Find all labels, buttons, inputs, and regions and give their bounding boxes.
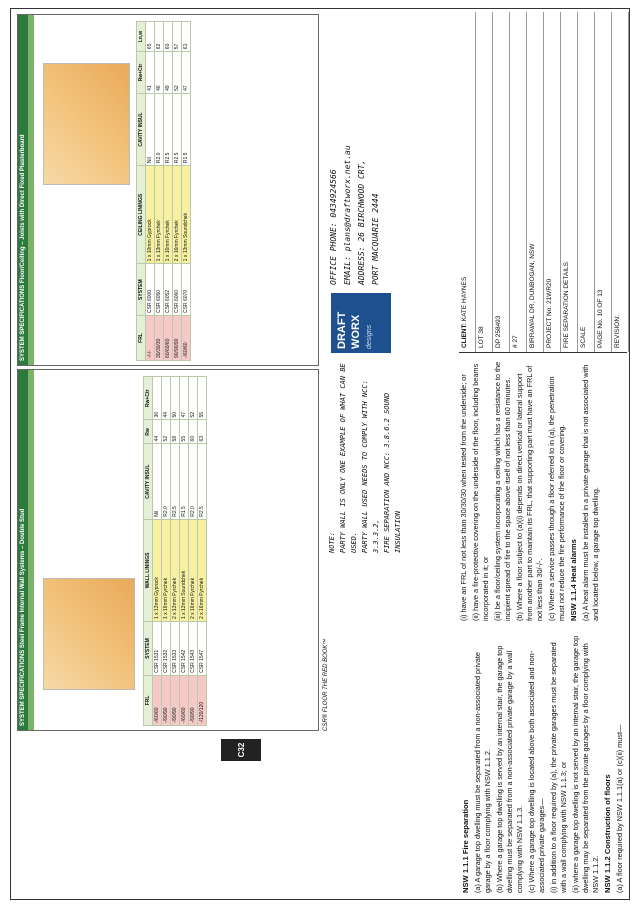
drawing-sheet: SYSTEM SPECIFICATIONS Steel Frame Intern… (10, 8, 630, 900)
sheet-title: FIRE SEPARATION DETAILS (561, 12, 578, 352)
wall-3d-illustration (43, 578, 135, 690)
spec-sheet-right: SYSTEM SPECIFICATIONS Floor/Ceiling – Jo… (17, 14, 319, 366)
spec-sheet-left: SYSTEM SPECIFICATIONS Steel Frame Intern… (17, 369, 319, 731)
draftworx-logo: DRAFT WORX designs (331, 293, 391, 353)
rotated-drawing: SYSTEM SPECIFICATIONS Steel Frame Intern… (11, 9, 631, 901)
office-phone: OFFICE PHONE: 0434924566 (329, 169, 338, 285)
heading-construction-floors: NSW 1.1.2 Construction of floors (603, 774, 612, 893)
floor-3d-illustration (43, 63, 130, 185)
office-address-1: ADDRESS: 26 BIRCHWOOD CRT, (357, 159, 366, 285)
office-block: DRAFT WORX designs OFFICE PHONE: 0434924… (321, 13, 431, 353)
office-email: EMAIL: plans@draftworx.net.au (343, 145, 352, 285)
spec-right-title: SYSTEM SPECIFICATIONS Floor/Ceiling – Jo… (18, 15, 28, 365)
client-name: KATE HAYNES (461, 276, 468, 322)
title-block: CLIENT: KATE HAYNES LOT 38 DP 258493 # 2… (459, 12, 629, 353)
c32-badge: C32 (221, 739, 261, 761)
party-wall-note: NOTE: PARTY WALL IS ONLY ONE EXAMPLE OF … (328, 363, 402, 553)
heading-fire-separation: NSW 1.1.1 Fire separation (461, 799, 470, 893)
heading-heat-alarms: NSW 1.1.4 Heat alarms (569, 539, 578, 621)
office-address-2: PORT MACQUARIE 2444 (371, 193, 380, 285)
spec-left-title: SYSTEM SPECIFICATIONS Steel Frame Intern… (18, 370, 28, 730)
fire-separation-notes: NSW 1.1.1 Fire separation (a) A garage t… (459, 361, 624, 893)
red-book-label: CSR® FLOOR THE RED BOOK™ (323, 638, 329, 731)
